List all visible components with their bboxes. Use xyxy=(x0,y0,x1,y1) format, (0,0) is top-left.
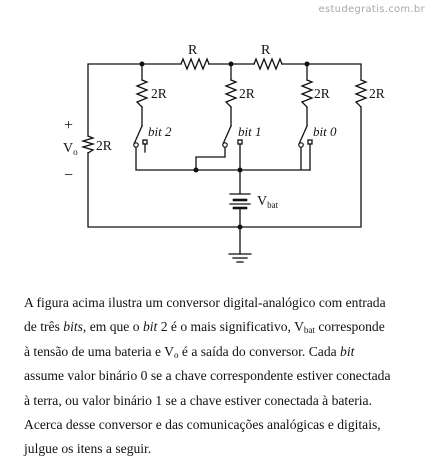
resistor-r-2 xyxy=(253,57,283,71)
resistor-2r-bit1 xyxy=(224,79,238,108)
label-2r-output: 2R xyxy=(96,138,112,153)
label-vbat: Vbat xyxy=(257,194,279,210)
label-2r-bit0: 2R xyxy=(314,86,330,101)
text-line-7: julgue os itens a seguir. xyxy=(24,441,152,457)
dac-circuit-diagram: R R 2R 2R 2R 2R 2R bit 2 bit 1 bit 0 + −… xyxy=(63,43,385,263)
label-plus: + xyxy=(64,117,73,134)
text-line-1: A figura acima ilustra um conversor digi… xyxy=(24,295,386,310)
text-line-2: de três bits, em que o bit 2 é o mais si… xyxy=(24,319,385,336)
resistor-2r-output xyxy=(80,135,96,154)
text-line-4: assume valor binário 0 se a chave corres… xyxy=(24,368,391,384)
label-bit2: bit 2 xyxy=(148,124,172,139)
resistor-2r-bit0 xyxy=(300,79,314,108)
text-line-5: à terra, ou valor binário 1 se a chave e… xyxy=(24,392,372,408)
label-2r-bit2: 2R xyxy=(151,86,167,101)
label-bit1: bit 1 xyxy=(238,124,261,139)
label-2r-right: 2R xyxy=(369,86,385,101)
label-2r-bit1: 2R xyxy=(239,86,255,101)
text-line-6: Acerca desse conversor e das comunicaçõe… xyxy=(24,417,381,433)
resistor-2r-right xyxy=(354,79,368,108)
resistor-2r-bit2 xyxy=(135,79,149,108)
label-vo: Vo xyxy=(63,141,78,157)
text-line-3: à tensão de uma bateria e Vo é a saída d… xyxy=(24,343,355,360)
label-bit0: bit 0 xyxy=(313,124,337,139)
label-r-top-1: R xyxy=(188,43,198,58)
label-minus: − xyxy=(64,167,73,184)
resistor-r-1 xyxy=(180,57,210,71)
site-watermark: estudegratis.com.br xyxy=(318,4,425,15)
question-text: A figura acima ilustra um conversor digi… xyxy=(24,291,426,462)
label-r-top-2: R xyxy=(261,43,271,58)
